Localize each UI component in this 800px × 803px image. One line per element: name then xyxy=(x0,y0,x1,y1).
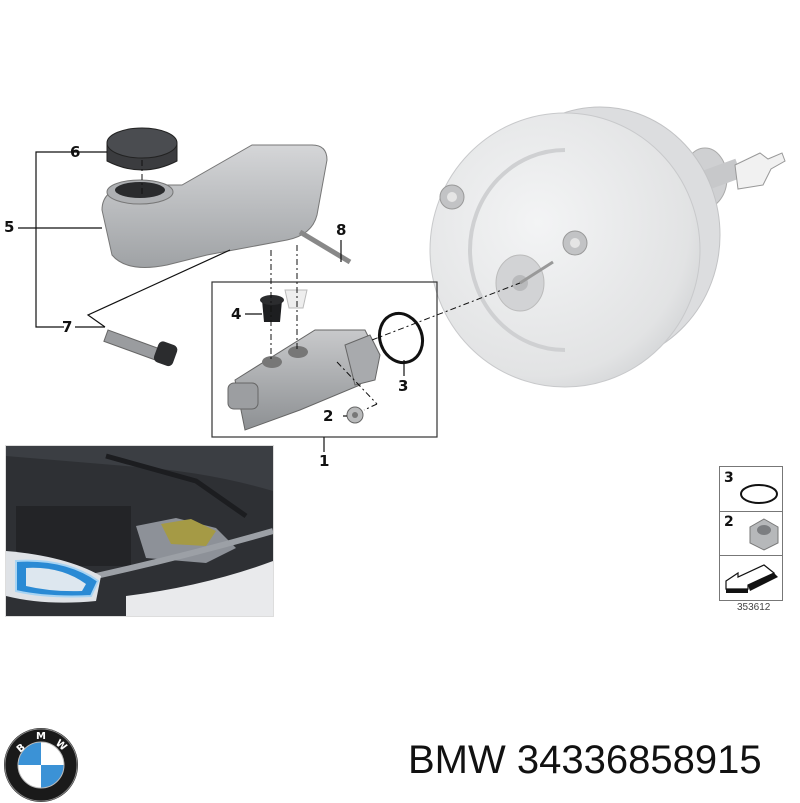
legend-item-hex-nut: 2 xyxy=(720,511,782,556)
svg-text:M: M xyxy=(36,731,46,742)
arrow-pointer-icon xyxy=(725,564,778,593)
callout-5: 5 xyxy=(4,218,15,236)
legend-item-o-ring: 3 xyxy=(720,467,782,512)
callout-3: 3 xyxy=(398,377,409,395)
bmw-logo: B M W xyxy=(4,728,78,802)
callout-8: 8 xyxy=(336,221,347,239)
pin-part xyxy=(298,229,352,265)
callout-1: 1 xyxy=(319,452,330,470)
expansion-tank xyxy=(101,144,328,268)
callout-2: 2 xyxy=(323,407,334,425)
callout-6: 6 xyxy=(70,143,81,161)
master-cylinder xyxy=(227,329,381,431)
fluid-level-sensor xyxy=(103,329,178,367)
callout-4: 4 xyxy=(231,305,242,323)
legend-item-arrow xyxy=(720,555,782,599)
reservoir-cap xyxy=(106,127,178,171)
hex-nut-icon xyxy=(749,518,779,551)
legend-box: 3 2 xyxy=(719,466,783,601)
part-number-label: BMW 34336858915 xyxy=(408,738,762,782)
diagram-number: 353612 xyxy=(737,602,771,613)
engine-bay-inset-photo xyxy=(5,445,274,617)
svg-text:W: W xyxy=(53,738,69,754)
o-ring-icon xyxy=(740,484,778,504)
brake-booster xyxy=(429,106,786,388)
callout-7: 7 xyxy=(62,318,73,336)
